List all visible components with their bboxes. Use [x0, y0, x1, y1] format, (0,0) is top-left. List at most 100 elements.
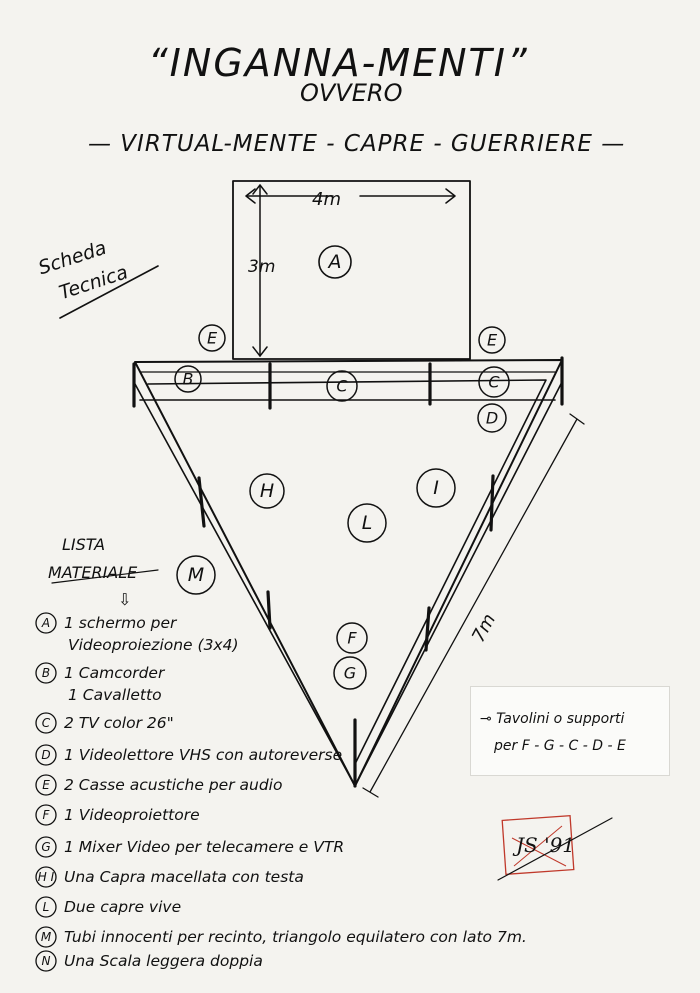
diagram-label-H: H — [249, 473, 285, 509]
material-item-text: 1 Videolettore VHS con autoreverse — [64, 746, 342, 764]
fence-posts — [132, 356, 564, 788]
title: “INGANNA-MENTI” — [148, 41, 529, 85]
height-label: 3m — [248, 257, 275, 277]
material-item: H I Una Capra macellata con testa — [35, 866, 304, 888]
materials-arrow: ⇩ — [118, 590, 131, 609]
material-item-mark: G — [41, 840, 50, 854]
material-item-mark: M — [41, 930, 52, 944]
material-item-mark: A — [41, 616, 50, 630]
svg-text:B: B — [183, 370, 194, 389]
material-item-mark-circle — [35, 836, 57, 858]
material-item-mark: D — [41, 748, 50, 762]
svg-text:C: C — [336, 377, 348, 396]
width-arrowheads — [245, 188, 456, 204]
note-line-1: ⊸ Tavolini o supporti — [480, 711, 624, 727]
svg-text:G: G — [344, 664, 356, 683]
material-item-mark-circle — [35, 744, 57, 766]
side-label: Scheda Tecnica — [36, 237, 131, 304]
materials-heading-2: MATERIALE — [48, 563, 138, 582]
note-card — [470, 686, 670, 776]
material-item: E 2 Casse acustiche per audio — [35, 774, 282, 796]
material-item-mark-circle — [35, 612, 57, 634]
diagram-label-D: D — [477, 403, 507, 433]
material-item-text: Tubi innocenti per recinto, triangolo eq… — [64, 928, 527, 946]
signature-stamp: JS '91 — [497, 815, 613, 881]
side-label-underline — [59, 265, 159, 319]
material-item-text: 1 Cavalletto — [68, 686, 162, 704]
svg-text:D: D — [486, 409, 498, 428]
material-item-mark-circle — [35, 950, 57, 972]
material-item-text: 2 TV color 26" — [64, 714, 174, 732]
diagram-label-L: L — [347, 503, 387, 543]
svg-text:I: I — [433, 477, 439, 499]
material-item-text: 2 Casse acustiche per audio — [64, 776, 282, 794]
side-dimension-line — [362, 413, 585, 798]
diagram-label-E-right: E — [478, 326, 506, 354]
material-item-mark: N — [42, 954, 51, 968]
svg-text:A: A — [327, 251, 342, 273]
diagram-label-G: G — [333, 656, 367, 690]
materials-heading-1: LISTA — [62, 535, 105, 554]
diagram-label-I: I — [416, 468, 456, 508]
material-item-mark: F — [43, 808, 51, 822]
note-line-2: per F - G - C - D - E — [493, 738, 626, 754]
material-item-mark: C — [42, 716, 51, 730]
svg-text:E: E — [207, 329, 218, 348]
diagram-label-B: B — [174, 365, 202, 393]
material-item-text: Una Capra macellata con testa — [64, 868, 304, 886]
material-item-mark: B — [42, 666, 50, 680]
svg-text:E: E — [487, 331, 498, 350]
material-item: C 2 TV color 26" — [35, 712, 174, 734]
diagram-label-M: M — [176, 555, 216, 595]
material-item: F 1 Videoproiettore — [35, 804, 200, 826]
side-label-7m: 7m — [468, 610, 500, 645]
svg-text:M: M — [188, 564, 204, 586]
material-item-text: 1 Videoproiettore — [64, 806, 200, 824]
height-arrowheads — [252, 184, 268, 357]
material-item: D 1 Videolettore VHS con autoreverse — [35, 744, 342, 766]
diagram-label-A: A — [318, 245, 352, 279]
triangle-inner-2 — [134, 381, 563, 787]
material-item-text: Videoproiezione (3x4) — [68, 636, 239, 654]
svg-text:C: C — [488, 373, 500, 392]
diagram-label-C-left: C — [326, 370, 358, 402]
material-item-text: Una Scala leggera doppia — [64, 952, 263, 970]
material-item-text: Due capre vive — [64, 898, 181, 916]
triangle-outer — [134, 359, 563, 787]
material-item: M Tubi innocenti per recinto, triangolo e… — [35, 926, 527, 948]
material-item-mark-circle — [35, 804, 57, 826]
svg-text:H: H — [260, 480, 274, 502]
materials-underline — [51, 569, 159, 584]
material-item-mark-circle — [35, 774, 57, 796]
diagram-label-E-left: E — [198, 324, 226, 352]
diagram-label-F: F — [336, 622, 368, 654]
material-item-mark: E — [42, 778, 50, 792]
svg-text:L: L — [362, 512, 373, 534]
material-item-text: 1 Mixer Video per telecamere e VTR — [64, 838, 344, 856]
material-item: N Una Scala leggera doppia — [35, 950, 263, 972]
signature-text: JS '91 — [512, 833, 575, 857]
svg-text:F: F — [347, 629, 357, 648]
material-item-text: 1 Camcorder — [64, 664, 166, 682]
material-item-mark: L — [43, 900, 50, 914]
diagram-label-C-right: C — [478, 366, 510, 398]
material-item-mark-circle — [35, 926, 57, 948]
material-item: G 1 Mixer Video per telecamere e VTR — [35, 836, 344, 858]
triangle-inner-1 — [147, 379, 547, 765]
subtitle: OVVERO — [300, 79, 402, 107]
material-item-mark-circle — [35, 712, 57, 734]
material-item-text: 1 schermo per — [64, 614, 178, 632]
material-item-mark-circle — [35, 866, 57, 888]
screen-rectangle — [232, 180, 471, 360]
material-item: L Due capre vive — [35, 896, 181, 918]
width-label: 4m — [312, 189, 341, 210]
material-item-mark-circle — [35, 896, 57, 918]
material-item: B 1 Camcorder 1 Cavalletto — [35, 662, 166, 704]
material-item-mark-circle — [35, 662, 57, 684]
subtitle-line: — VIRTUAL-MENTE - CAPRE - GUERRIERE — — [88, 131, 625, 157]
material-item-mark: H I — [38, 870, 55, 884]
